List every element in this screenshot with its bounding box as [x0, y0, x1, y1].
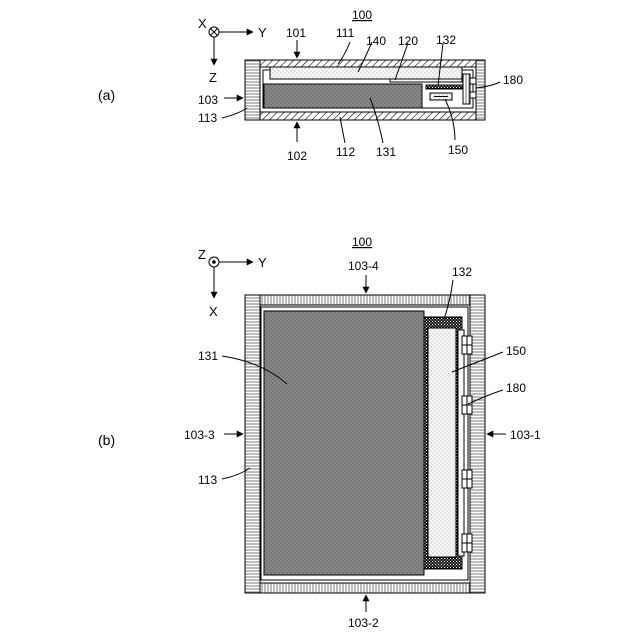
bottom-wall-112 [245, 112, 485, 120]
panel-label-a: (a) [98, 87, 115, 103]
module-150-b [428, 328, 456, 557]
label-103-1: 103-1 [510, 428, 541, 442]
label-150-a: 150 [448, 143, 468, 157]
title-a: 100 [352, 8, 372, 22]
plate-120 [390, 79, 462, 82]
display-panel-140 [270, 67, 462, 79]
wall-103-3 [245, 295, 260, 593]
label-111: 111 [336, 26, 355, 40]
label-131-a: 131 [376, 145, 396, 159]
label-150-b: 150 [506, 344, 526, 358]
label-120: 120 [398, 34, 418, 48]
label-103-a: 103 [198, 93, 218, 107]
panel-label-b: (b) [98, 432, 115, 448]
label-103-2: 103-2 [348, 616, 379, 630]
label-102: 102 [287, 149, 307, 163]
connector-180-a [463, 74, 476, 104]
axis-x-label-a: X [198, 16, 207, 31]
top-wall-111 [245, 60, 485, 67]
axis-z-label-a: Z [209, 70, 217, 85]
axis-y-label-b: Y [258, 255, 267, 270]
side-wall-113 [245, 60, 260, 120]
side-wall-right [476, 60, 485, 120]
figure-b: (b) 100 Z Y X [98, 235, 541, 630]
axis-z-label-b: Z [198, 247, 206, 262]
label-180-b: 180 [506, 381, 526, 395]
label-140: 140 [366, 34, 386, 48]
label-101: 101 [286, 26, 306, 40]
label-103-4: 103-4 [348, 259, 379, 273]
battery-131 [264, 84, 422, 108]
label-132-a: 132 [436, 33, 456, 47]
axis-y-label-a: Y [258, 25, 267, 40]
label-112: 112 [336, 145, 355, 159]
label-113-a: 113 [198, 111, 217, 125]
battery-131-b [264, 311, 424, 575]
label-131-b: 131 [198, 349, 218, 363]
axis-x-label-b: X [209, 304, 218, 319]
label-103-3: 103-3 [184, 428, 215, 442]
label-180-a: 180 [503, 73, 523, 87]
label-113-b: 113 [198, 473, 217, 487]
figure-a: (a) 100 X Y Z [98, 8, 523, 163]
title-b: 100 [352, 235, 372, 249]
wall-103-2 [245, 583, 485, 593]
component-132 [426, 85, 462, 89]
label-132-b: 132 [452, 265, 472, 279]
